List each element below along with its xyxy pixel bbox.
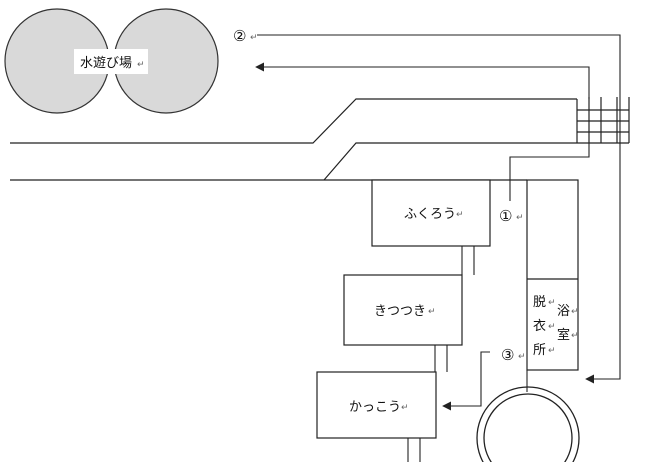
round-tub	[476, 386, 580, 466]
bath-building	[526, 179, 579, 371]
bath-char-2: 室	[557, 327, 570, 343]
rooms	[316, 179, 491, 439]
pipe-to-pool	[255, 62, 590, 99]
marker-1-return: ↵	[516, 213, 524, 223]
changing-room-char-2: 衣	[533, 318, 546, 334]
room-kitsutsuki	[343, 274, 463, 346]
pipe-to-kakkou	[442, 351, 490, 411]
changing-room-return-3: ↵	[548, 346, 556, 356]
room-kakkou-return: ↵	[401, 403, 409, 413]
changing-room-return-2: ↵	[548, 322, 556, 332]
round-tub-inner	[483, 393, 573, 466]
marker-3-return: ↵	[518, 352, 526, 362]
changing-room-char-3: 所	[533, 343, 546, 358]
pool-label-box	[74, 49, 148, 74]
pool-return-mark: ↵	[137, 60, 145, 70]
marker-2-return: ↵	[250, 33, 258, 43]
room-fukurou	[371, 179, 491, 247]
room-fukurou-label: ふくろう	[404, 207, 456, 222]
changing-room-char-1: 脱	[533, 295, 546, 310]
pipe-junction	[576, 97, 630, 144]
room-connectors	[407, 246, 475, 462]
marker-1: ①	[499, 207, 512, 225]
pool-label: 水遊び場	[80, 56, 132, 71]
bath-return-2: ↵	[571, 331, 579, 341]
pipe-lines	[255, 34, 621, 411]
bath-return-1: ↵	[571, 307, 579, 317]
bath-building-outline	[526, 179, 579, 371]
round-tub-outer	[476, 386, 580, 466]
room-fukurou-return: ↵	[456, 210, 464, 220]
marker-3: ③	[501, 346, 514, 364]
room-kitsutsuki-return: ↵	[428, 307, 436, 317]
paths	[10, 98, 577, 181]
room-kitsutsuki-label: きつつき	[374, 304, 426, 319]
pipe-marker-1	[509, 143, 590, 201]
marker-2: ②	[233, 27, 246, 45]
room-kakkou	[316, 371, 437, 439]
room-kakkou-label: かっこう	[349, 400, 401, 415]
path-upper-inner	[323, 142, 577, 181]
bath-char-1: 浴	[557, 304, 570, 319]
changing-room-return-1: ↵	[548, 298, 556, 308]
water-play-area: 水遊び場 ↵	[4, 8, 219, 114]
path-upper	[10, 98, 577, 144]
pipe-to-bath	[257, 34, 621, 384]
